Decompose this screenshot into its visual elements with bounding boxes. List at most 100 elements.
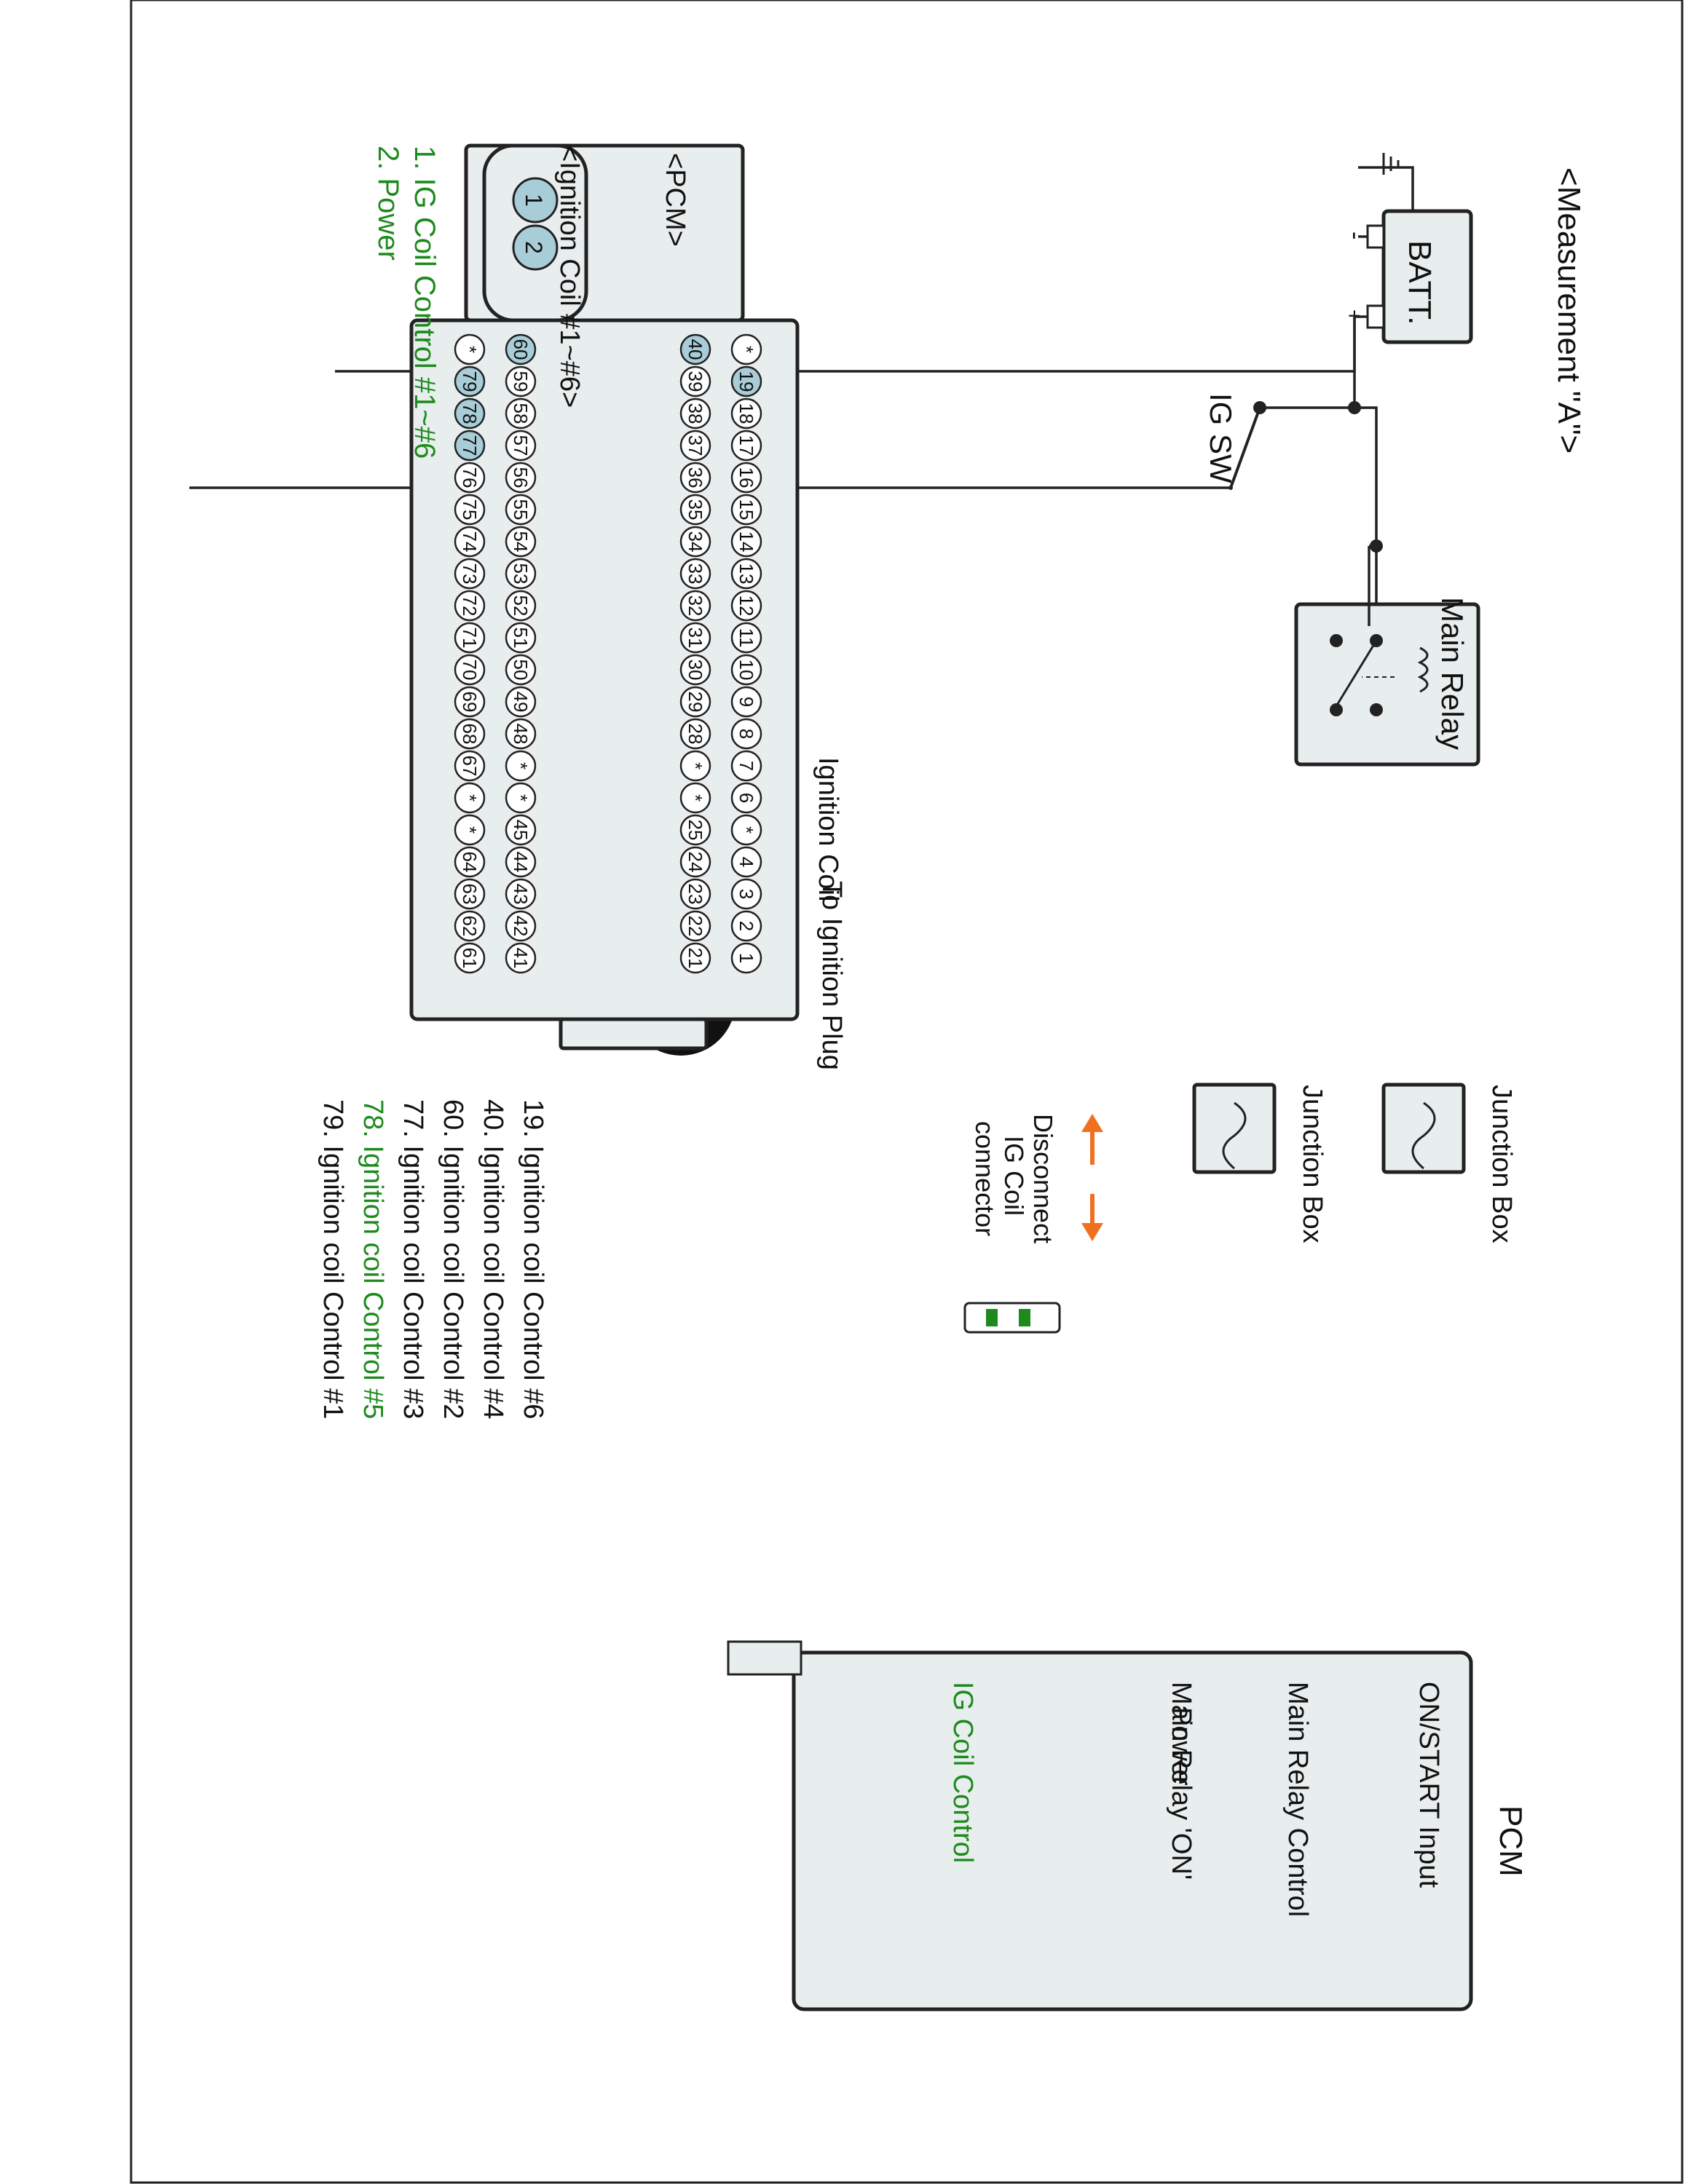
svg-text:Main Relay 'ON': Main Relay 'ON' (1166, 1682, 1196, 1880)
pcm-pin (505, 942, 537, 974)
pcm-pin-label: 19 (735, 371, 757, 392)
pcm-pin (679, 622, 711, 654)
pcm-pin (730, 686, 762, 718)
pcm-pin (679, 750, 711, 782)
pcm-pin (454, 558, 486, 590)
pcm-pin (679, 333, 711, 365)
pcm-pin (679, 365, 711, 397)
pcm-pin-label: 57 (510, 435, 532, 456)
pcm-pin-label: 14 (735, 531, 757, 553)
svg-text:<Ignition Coil #1~#6>: <Ignition Coil #1~#6> (554, 146, 585, 408)
pcm-pin (505, 750, 537, 782)
pcm-pin (505, 526, 537, 558)
pcm-pin-label: 4 (735, 857, 757, 867)
pcm-pin-label: 73 (459, 563, 481, 585)
pcm-pin (730, 526, 762, 558)
pcm-pin-label: 24 (685, 852, 706, 873)
pcm-pin-label: 54 (510, 531, 532, 553)
pcm-pin (730, 590, 762, 622)
pcm-pin (505, 814, 537, 846)
svg-text:Power: Power (1166, 1707, 1196, 1786)
pcm-pin-label: * (459, 826, 481, 834)
pcm-pin (454, 590, 486, 622)
pcm-pin-label: * (685, 794, 706, 802)
pcm-pin (505, 494, 537, 526)
pcm-pin-label: 1 (735, 953, 757, 963)
pcm-pin-label: 63 (459, 884, 481, 905)
pcm-pin (730, 462, 762, 494)
pcm-pin (454, 686, 486, 718)
svg-text:To Ignition Plug: To Ignition Plug (816, 881, 847, 1070)
pcm-pin-label: * (510, 762, 532, 769)
pcm-pin (679, 462, 711, 494)
pcm-pin-label: 76 (459, 467, 481, 488)
pcm-pin (730, 846, 762, 878)
pcm-pin (730, 942, 762, 974)
pcm-pin-label: 48 (510, 724, 532, 745)
pcm-pin (679, 942, 711, 974)
pcm-pin-label: 12 (735, 596, 757, 617)
pcm-pin-label: 55 (510, 499, 532, 521)
pcm-pin-label: 8 (735, 729, 757, 739)
pcm-pin (730, 878, 762, 910)
pcm-pin-label: * (459, 794, 481, 802)
pcm-pin (730, 718, 762, 750)
pcm-pin (454, 430, 486, 462)
pcm-pin (730, 622, 762, 654)
pcm-pin-label: 15 (735, 499, 757, 521)
pcm-pin-label: 16 (735, 467, 757, 488)
pcm-pin (454, 397, 486, 430)
pcm-pin (454, 878, 486, 910)
pcm-pin-label: 68 (459, 724, 481, 745)
pcm-pin (454, 942, 486, 974)
pcm-block: PCM ON/START Input Main Relay Control Ma… (727, 1640, 1529, 2011)
pcm-pin (679, 397, 711, 430)
pcm-pin (505, 558, 537, 590)
pcm-pin-label: 36 (685, 467, 706, 488)
pcm-pin-label: 6 (735, 793, 757, 803)
ig-coil-connector (963, 1302, 1061, 1334)
pcm-pin-label: 45 (510, 820, 532, 841)
pcm-pin (505, 686, 537, 718)
pcm-pin-label: 78 (459, 403, 481, 424)
svg-text:-: - (1341, 232, 1369, 240)
pcm-pin (505, 622, 537, 654)
pcm-pin-label: 50 (510, 660, 532, 681)
pcm-pin-label: 51 (510, 628, 532, 649)
pcm-pin (454, 333, 486, 365)
pcm-pin-label: 33 (685, 563, 706, 585)
svg-text:connector: connector (970, 1121, 1000, 1236)
junction-box-1: Junction Box (1192, 1083, 1328, 1243)
pcm-pin (730, 814, 762, 846)
pcm-pin-label: 52 (510, 596, 532, 617)
pcm-pin-label: 29 (685, 692, 706, 713)
svg-text:BATT.: BATT. (1402, 240, 1437, 325)
pcm-pin-label: 59 (510, 371, 532, 392)
pcm-pin-label: 77 (459, 435, 481, 456)
battery: BATT. - + (1341, 209, 1473, 344)
measurement-title: <Measurement "A"> (1551, 167, 1587, 454)
pcm-pin (679, 558, 711, 590)
pcm-pin-label: 49 (510, 692, 532, 713)
pcm-pin-label: * (685, 762, 706, 769)
pcm-pin-label: 31 (685, 628, 706, 649)
svg-text:2: 2 (521, 241, 547, 254)
pcm-pin (505, 846, 537, 878)
pcm-pin-label: 53 (510, 563, 532, 585)
disconnect-arrows (1081, 1114, 1103, 1241)
svg-text:IG Coil: IG Coil (999, 1136, 1029, 1216)
svg-text:19. Ignition coil Control #6: 19. Ignition coil Control #6 (518, 1099, 548, 1419)
pcm-pin (505, 718, 537, 750)
pcm-pin (679, 526, 711, 558)
pcm-pin (679, 782, 711, 814)
coil-connector-icon: 1 2 (482, 143, 588, 323)
pcm-pin (730, 333, 762, 365)
pcm-pin-label: 67 (459, 756, 481, 777)
svg-text:2. Power: 2. Power (372, 146, 404, 261)
pcm-pin-list: 19. Ignition coil Control #6 40. Ignitio… (318, 1099, 548, 1419)
pcm-pin (505, 654, 537, 686)
pcm-pin-label: 75 (459, 499, 481, 521)
pcm-pin (454, 718, 486, 750)
pcm-pin (679, 878, 711, 910)
pcm-pin (730, 910, 762, 942)
